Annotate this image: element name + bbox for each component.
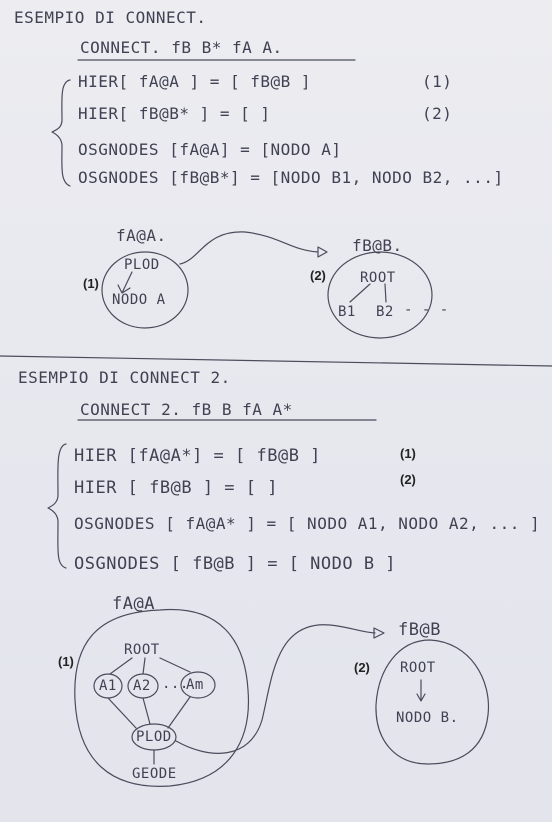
ex2-node-right-root: ROOT — [400, 660, 436, 676]
ex1-node-nodo-a: NODO A — [112, 292, 166, 308]
ex2-node-geode: GEODE — [132, 766, 177, 782]
ex1-right-label: fB@B. — [352, 236, 403, 255]
ex1-ref-1: (1) — [422, 72, 453, 91]
ex2-node-plod: PLOD — [136, 729, 172, 745]
ex1-line-3: OSGNODES [fA@A] = [NODO A] — [78, 140, 342, 159]
ex1-right-tag: (2) — [310, 268, 326, 283]
ex1-connect-line: CONNECT. fB B* fA A. — [80, 38, 283, 57]
ex2-left-tag: (1) — [58, 654, 74, 669]
ex2-node-a2: A2 — [133, 678, 151, 694]
ex1-left-tag: (1) — [83, 276, 99, 291]
ex2-line-2: HIER [ fB@B ] = [ ] — [74, 478, 278, 498]
ex1-node-b2: B2 — [376, 304, 394, 320]
ex2-ref-2: (2) — [400, 472, 416, 487]
ex1-line-4: OSGNODES [fB@B*] = [NODO B1, NODO B2, ..… — [78, 168, 504, 187]
ex2-node-a1: A1 — [99, 678, 117, 694]
ex2-ref-1: (1) — [400, 446, 416, 461]
ex2-line-4: OSGNODES [ fB@B ] = [ NODO B ] — [74, 554, 397, 574]
ex1-node-root: ROOT — [360, 270, 396, 286]
ex1-line-1: HIER[ fA@A ] = [ fB@B ] — [78, 72, 312, 91]
ex2-left-label: fA@A — [112, 594, 155, 614]
ex1-line-2: HIER[ fB@B* ] = [ ] — [78, 104, 271, 123]
ex1-title: ESEMPIO DI CONNECT. — [14, 8, 207, 27]
ex2-node-nodo-b: NODO B. — [396, 710, 459, 726]
ex1-left-label: fA@A. — [116, 226, 167, 245]
ex1-node-more: - - - — [404, 302, 449, 318]
ex2-node-root: ROOT — [124, 642, 160, 658]
ex1-ref-2: (2) — [422, 104, 453, 123]
ex2-line-3: OSGNODES [ fA@A* ] = [ NODO A1, NODO A2,… — [74, 514, 541, 533]
ex1-node-plod: PLOD — [124, 257, 160, 273]
ex2-title: ESEMPIO DI CONNECT 2. — [18, 368, 231, 387]
ex1-node-b1: B1 — [338, 304, 356, 320]
ex2-node-ellipsis: ... — [162, 676, 189, 692]
ex2-right-tag: (2) — [354, 660, 370, 675]
ex2-node-am: Am — [186, 677, 204, 693]
ex2-connect-line: CONNECT 2. fB B fA A* — [80, 400, 293, 419]
ex2-line-1: HIER [fA@A*] = [ fB@B ] — [74, 446, 321, 466]
ex2-right-label: fB@B — [398, 620, 441, 640]
